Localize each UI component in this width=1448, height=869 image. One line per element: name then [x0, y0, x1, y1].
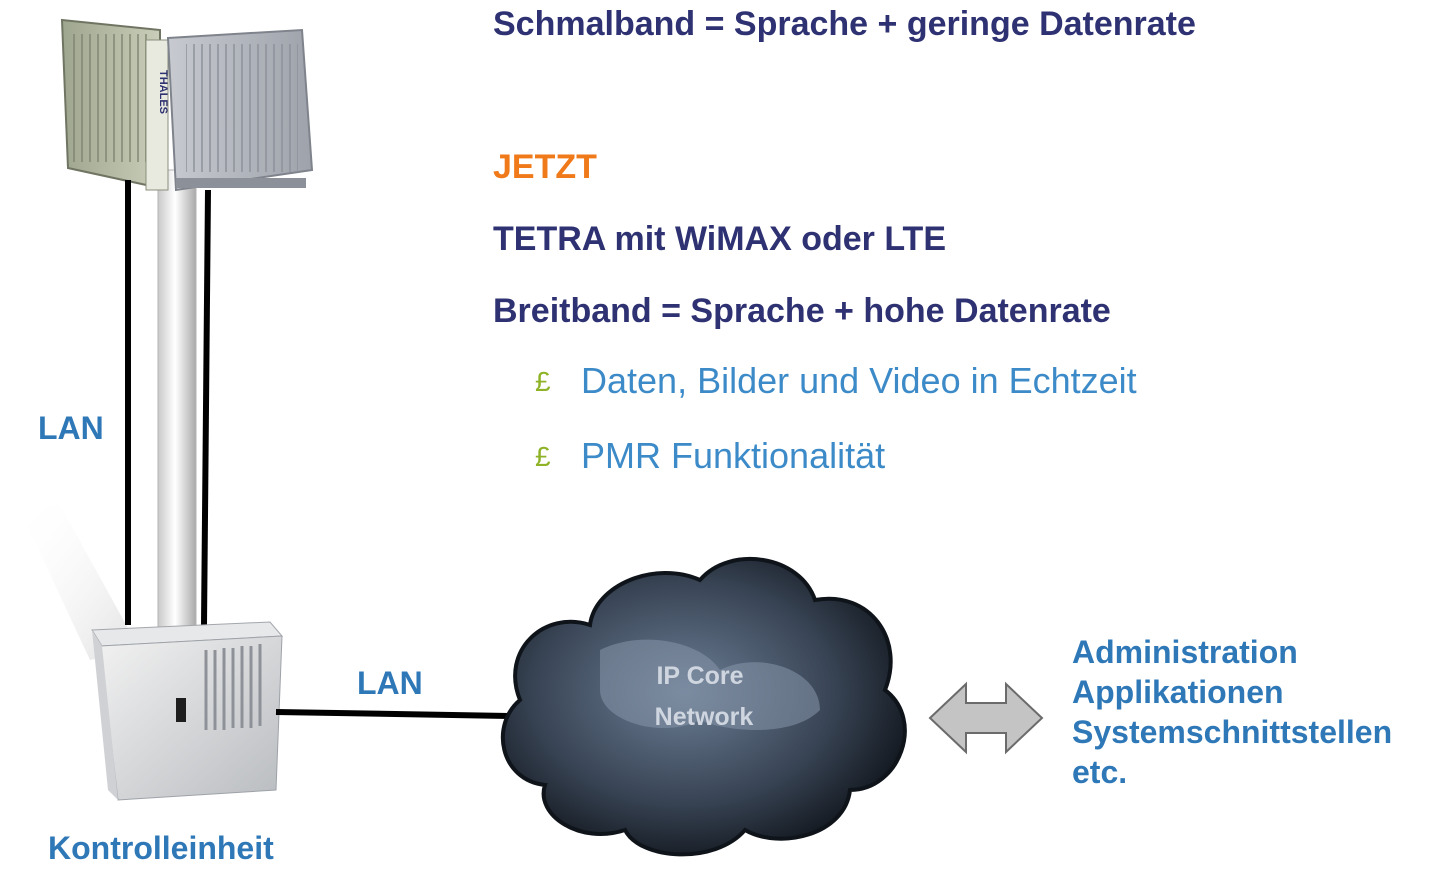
lan-label-vertical: LAN: [38, 410, 104, 446]
external-system-item: Administration: [1072, 634, 1298, 670]
antenna-pole: [157, 169, 197, 631]
antenna-unit-right: [166, 28, 314, 192]
control-cabinet: [91, 621, 284, 801]
bidirectional-arrow-icon: [928, 681, 1044, 755]
heading-tetra: TETRA mit WiMAX oder LTE: [493, 220, 947, 258]
control-unit-label: Kontrolleinheit: [48, 830, 274, 866]
bullet-item: £ PMR Funktionalität: [535, 435, 885, 477]
heading-breitband: Breitband = Sprache + hohe Datenrate: [493, 292, 1111, 330]
external-system-item: Systemschnittstellen: [1072, 714, 1393, 750]
external-system-item: etc.: [1072, 754, 1128, 790]
heading-jetzt: JETZT: [493, 148, 597, 186]
heading-schmalband: Schmalband = Sprache + geringe Datenrate: [493, 5, 1196, 43]
lan-label-horizontal: LAN: [357, 665, 423, 701]
external-system-item: Applikationen: [1072, 674, 1284, 710]
bullet-text: Daten, Bilder und Video in Echtzeit: [581, 360, 1137, 401]
bullet-icon: £: [535, 366, 551, 397]
bullet-text: PMR Funktionalität: [581, 435, 886, 476]
bullet-item: £ Daten, Bilder und Video in Echtzeit: [535, 360, 1137, 402]
external-systems-list: Administration Applikationen Systemschni…: [1072, 632, 1392, 792]
bullet-icon: £: [535, 441, 551, 472]
lan-cable-horizontal: [275, 709, 513, 719]
cloud-label-line2: Network: [655, 703, 754, 731]
cabinet-shadow: [20, 505, 140, 660]
lan-cable-right: [201, 189, 211, 626]
ip-core-cloud: IP Core Network: [500, 557, 907, 857]
antenna-unit-left: THALES: [60, 18, 169, 191]
cloud-label-line1: IP Core: [656, 662, 743, 690]
antenna-brand-text: THALES: [157, 70, 169, 114]
